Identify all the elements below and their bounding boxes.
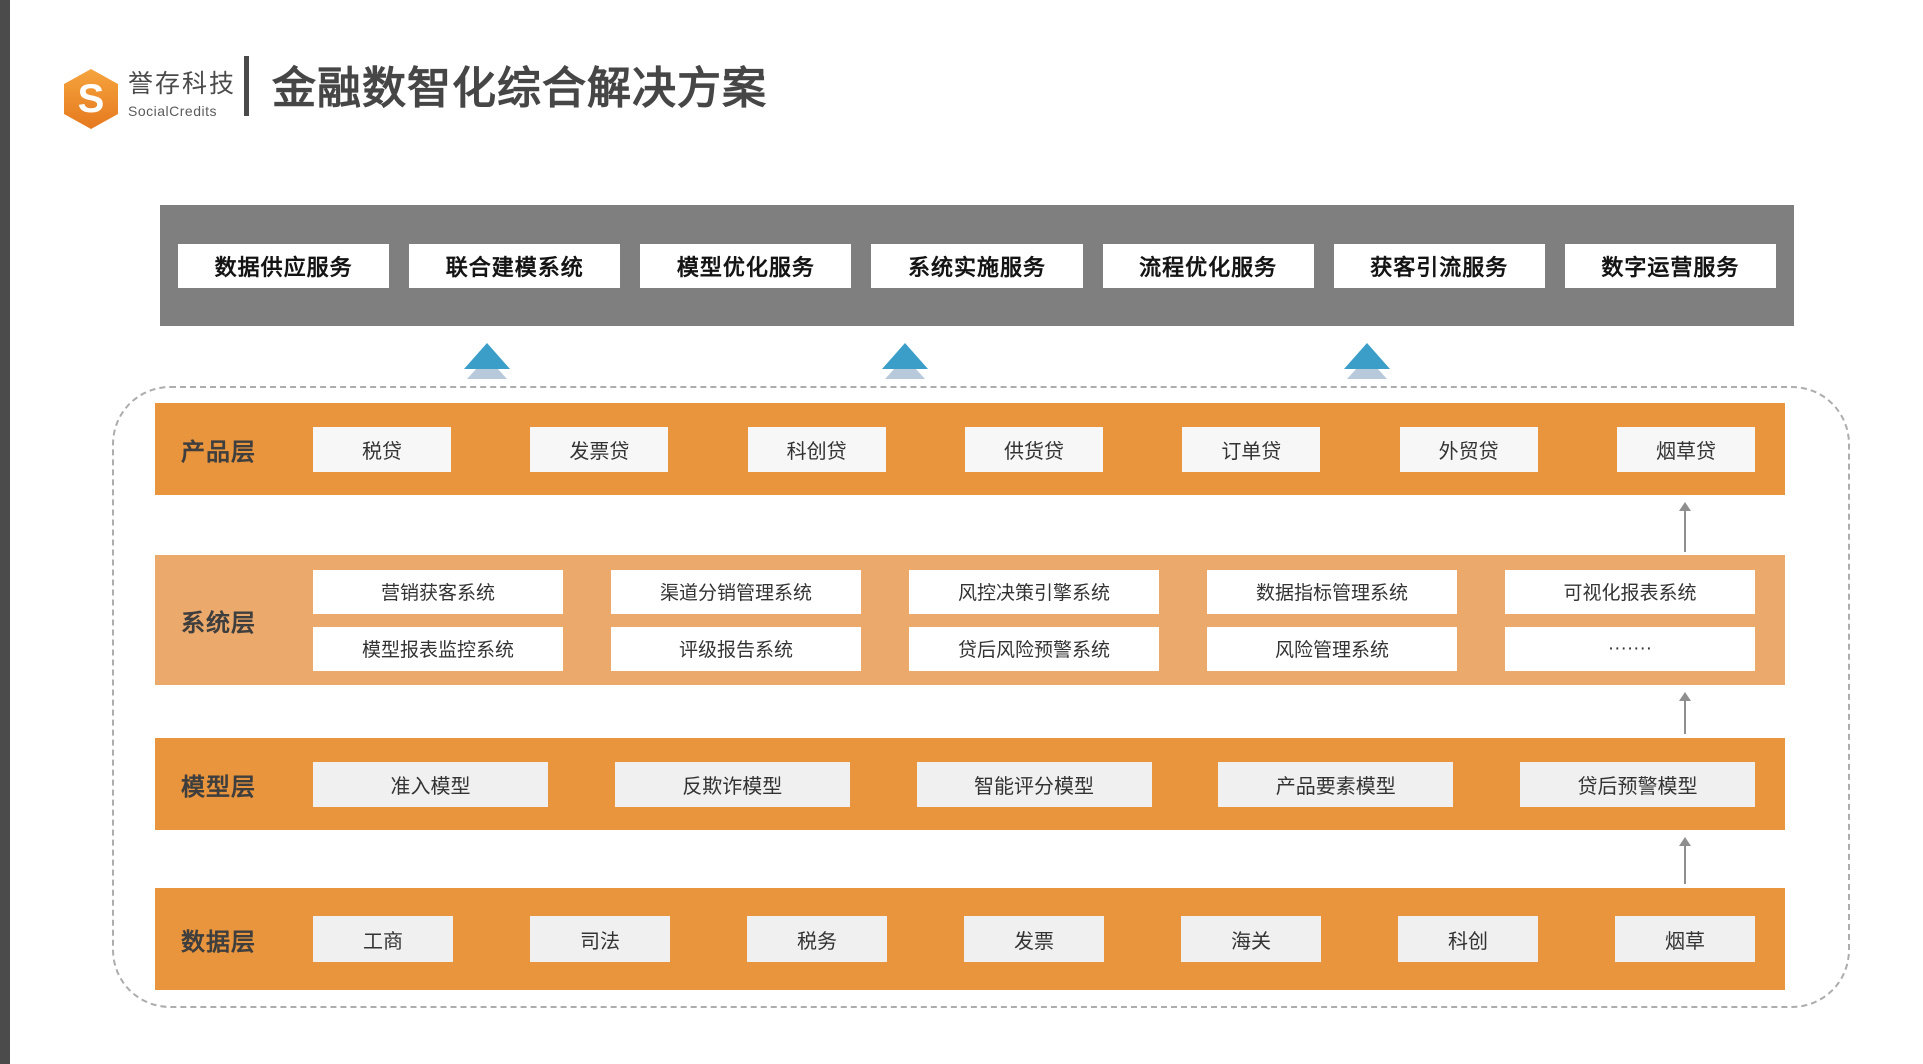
layer-label: 系统层 — [181, 609, 256, 637]
up-arrow-dark-triangle — [1344, 343, 1390, 369]
brand-name-cn: 誉存科技 — [128, 70, 237, 98]
double-up-arrow-icon — [464, 343, 510, 381]
layer-chip: 产品要素模型 — [1218, 761, 1454, 807]
service-box: 流程优化服务 — [1102, 243, 1314, 288]
layer-chip: 贷后风险预警系统 — [909, 626, 1159, 671]
layer-chip: ······· — [1505, 626, 1755, 671]
layer-chip: 风控决策引擎系统 — [909, 569, 1159, 614]
layer-label: 模型层 — [181, 773, 256, 801]
layer-band-data: 数据层 工商 司法 税务 发票 海关 科创 烟草 — [155, 888, 1785, 990]
service-box: 联合建模系统 — [409, 243, 621, 288]
up-arrow-dark-triangle — [464, 343, 510, 369]
layer-chip: 税贷 — [313, 426, 451, 472]
layer-chip: 税务 — [747, 916, 887, 962]
layer-chip: 订单贷 — [1182, 426, 1321, 472]
left-edge-strip — [0, 0, 10, 1064]
layer-chip: 发票贷 — [530, 426, 669, 472]
double-up-arrow-icon — [882, 343, 928, 381]
layer-chip: 海关 — [1181, 916, 1321, 962]
header-divider — [244, 56, 249, 116]
flow-up-arrow-icon — [1678, 837, 1692, 884]
service-box: 数据供应服务 — [178, 243, 390, 288]
svg-text:S: S — [78, 77, 105, 121]
up-arrow-dark-triangle — [882, 343, 928, 369]
layer-label: 数据层 — [181, 928, 256, 956]
flow-up-arrow-icon — [1678, 692, 1692, 734]
layer-chip: 供货贷 — [964, 426, 1103, 472]
layer-chip: 模型报表监控系统 — [313, 626, 563, 671]
layer-band-product: 产品层 税贷 发票贷 科创贷 供货贷 订单贷 外贸贷 烟草贷 — [155, 403, 1785, 495]
services-bar: 数据供应服务联合建模系统模型优化服务系统实施服务流程优化服务获客引流服务数字运营… — [160, 205, 1794, 326]
layer-chip: 贷后预警模型 — [1520, 761, 1755, 807]
page-title: 金融数智化综合解决方案 — [272, 64, 767, 113]
service-box: 数字运营服务 — [1564, 243, 1776, 288]
service-box: 系统实施服务 — [871, 243, 1083, 288]
layer-chip: 外贸贷 — [1399, 426, 1538, 472]
layer-chip: 营销获客系统 — [313, 569, 563, 614]
layer-chip: 智能评分模型 — [916, 761, 1152, 807]
layer-chip: 工商 — [313, 916, 453, 962]
layer-chip: 司法 — [530, 916, 670, 962]
double-up-arrow-icon — [1344, 343, 1390, 381]
brand-block: 誉存科技 SocialCredits — [128, 70, 237, 119]
layer-chip: 科创 — [1398, 916, 1538, 962]
layer-chip: 烟草贷 — [1616, 426, 1755, 472]
layer-chip: 科创贷 — [747, 426, 886, 472]
layer-band-model: 模型层 准入模型 反欺诈模型 智能评分模型 产品要素模型 贷后预警模型 — [155, 738, 1785, 830]
layer-chip: 数据指标管理系统 — [1207, 569, 1457, 614]
layer-chip: 发票 — [964, 916, 1104, 962]
layer-chip: 烟草 — [1615, 916, 1755, 962]
layer-chip: 评级报告系统 — [611, 626, 861, 671]
service-box: 获客引流服务 — [1333, 243, 1545, 288]
service-box: 模型优化服务 — [640, 243, 852, 288]
solution-stack-panel — [112, 386, 1850, 1008]
layer-chip: 准入模型 — [313, 761, 548, 807]
brand-name-en: SocialCredits — [128, 103, 217, 119]
layer-chip: 可视化报表系统 — [1505, 569, 1755, 614]
socialcredits-logo-icon: S — [62, 68, 120, 130]
flow-up-arrow-icon — [1678, 502, 1692, 552]
layer-band-system: 系统层 营销获客系统 渠道分销管理系统 风控决策引擎系统 数据指标管理系统 可视化报表系统… — [155, 555, 1785, 685]
layer-chip: 风险管理系统 — [1207, 626, 1457, 671]
layer-label: 产品层 — [181, 438, 256, 466]
layer-chip: 反欺诈模型 — [614, 761, 850, 807]
layer-chip: 渠道分销管理系统 — [611, 569, 861, 614]
